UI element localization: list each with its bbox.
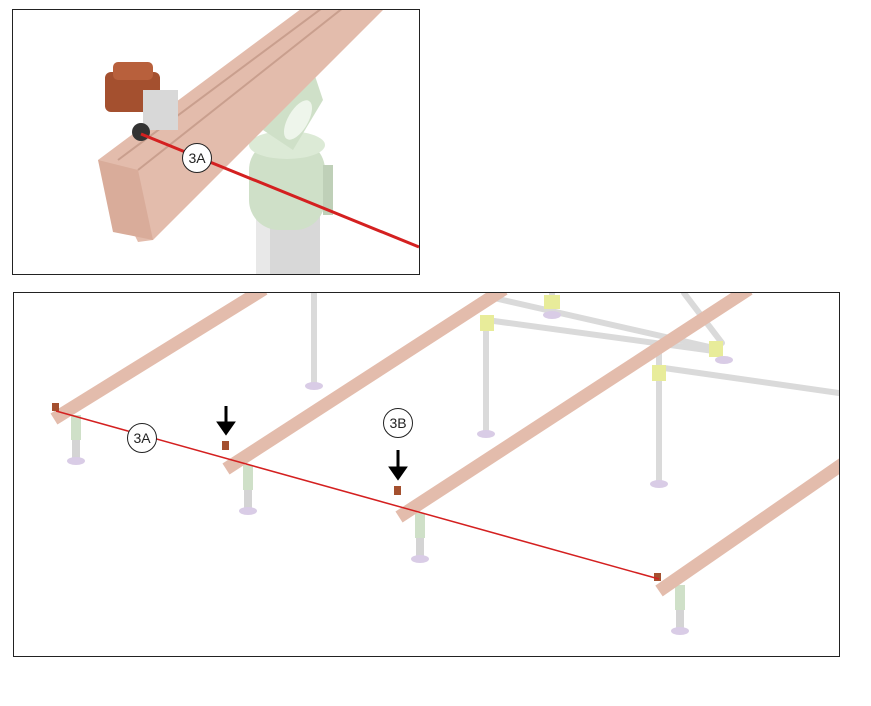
- rails: [50, 293, 839, 597]
- background-feet: [305, 311, 733, 488]
- rail-profile: [98, 10, 383, 242]
- rail-3: [395, 293, 753, 523]
- rail-4: [655, 458, 839, 597]
- green-post-bracket: [249, 70, 333, 230]
- front-posts: [67, 415, 689, 635]
- connectors: [480, 295, 723, 381]
- callout-3a: 3A: [127, 423, 157, 453]
- background-frame: [311, 293, 839, 484]
- rail-1: [50, 293, 268, 425]
- callout-3b: 3B: [383, 408, 413, 438]
- callout-3a: 3A: [182, 143, 212, 173]
- clamps: [52, 403, 661, 581]
- detail-illustration: [98, 10, 419, 274]
- down-arrows: [216, 406, 408, 481]
- overview-panel: 3A 3B: [13, 292, 840, 657]
- clamp-hardware: [105, 62, 178, 141]
- detail-view-panel: 3A: [12, 9, 420, 275]
- rail-2: [222, 293, 508, 475]
- overview-illustration: [50, 293, 839, 635]
